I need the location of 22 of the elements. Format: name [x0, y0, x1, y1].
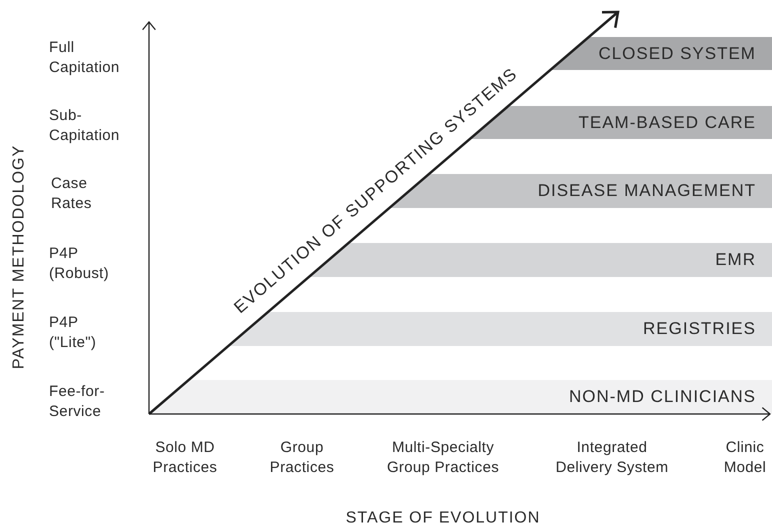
band-label: NON-MD CLINICIANS [568, 387, 756, 407]
payment-type-label: P4P ("Lite") [49, 313, 98, 352]
payment-type-label: P4P (Robust) [49, 244, 110, 283]
band [550, 37, 772, 70]
band-label: EMR [715, 250, 756, 270]
payment-type-label: Sub- Capitation [49, 106, 121, 145]
band-label: DISEASE MANAGEMENT [538, 181, 756, 201]
band [228, 312, 772, 346]
band [149, 380, 772, 414]
axis-title: PAYMENT METHODOLOGY [10, 144, 29, 370]
payment-type-label: Full Capitation [49, 38, 121, 77]
stage-label: Multi-Specialty Group Practices [386, 438, 500, 477]
stage-label: Integrated Delivery System [554, 438, 670, 477]
stage-label: Clinic Model [722, 438, 768, 477]
payment-type-label: Case Rates [51, 174, 93, 213]
stage-label: Group Practices [268, 438, 336, 477]
band-label: REGISTRIES [643, 319, 756, 339]
band-label: TEAM-BASED CARE [578, 112, 756, 132]
payment-type-label: Fee-for- Service [49, 382, 106, 421]
axis-title: STAGE OF EVOLUTION [346, 508, 540, 529]
stage-label: Solo MD Practices [152, 438, 218, 477]
band-label: CLOSED SYSTEM [598, 44, 756, 64]
